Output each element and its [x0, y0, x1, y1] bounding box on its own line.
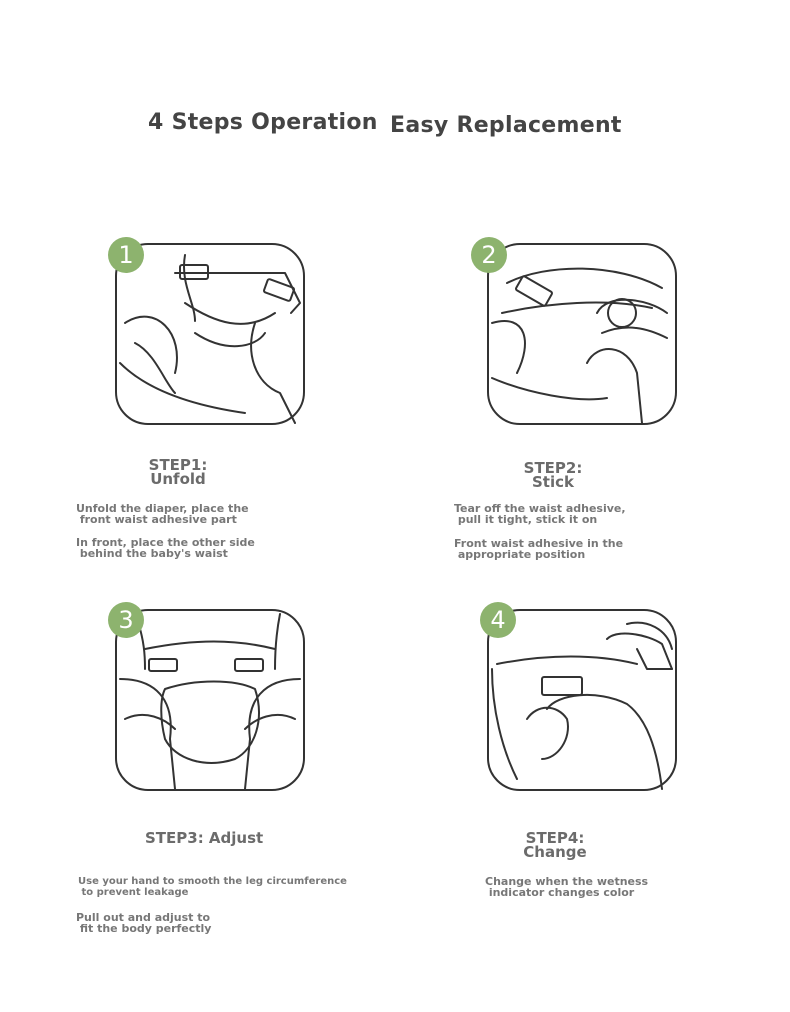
step2-number-badge: 2 — [471, 237, 507, 273]
step1-illustration — [115, 243, 305, 425]
step2-illustration — [487, 243, 677, 425]
step1-desc-1: Unfold the diaper, place the front waist… — [76, 502, 249, 526]
step2-desc-1: Tear off the waist adhesive, pull it tig… — [454, 502, 626, 526]
step3-desc-1: Use your hand to smooth the leg circumfe… — [78, 876, 347, 898]
step3-illustration — [115, 609, 305, 791]
step3-title: STEP3: Adjust — [145, 829, 264, 847]
step4-desc-1: Change when the wetness indicator change… — [485, 875, 649, 899]
step2-desc-2: Front waist adhesive in the appropriate … — [454, 537, 624, 561]
step4-illustration — [487, 609, 677, 791]
step4-title: STEP4: Change — [523, 829, 587, 861]
title-easy-replacement: Easy Replacement — [390, 113, 622, 138]
step1-title: STEP1: Unfold — [148, 456, 208, 488]
title-four-steps: 4 Steps Operation — [148, 110, 378, 135]
step3-desc-2: Pull out and adjust to fit the body perf… — [76, 911, 212, 935]
step4-number-badge: 4 — [480, 602, 516, 638]
step1-desc-2: In front, place the other side behind th… — [76, 536, 255, 560]
step3-number-badge: 3 — [108, 602, 144, 638]
step2-title: STEP2: Stick — [523, 459, 583, 491]
step1-number-badge: 1 — [108, 237, 144, 273]
